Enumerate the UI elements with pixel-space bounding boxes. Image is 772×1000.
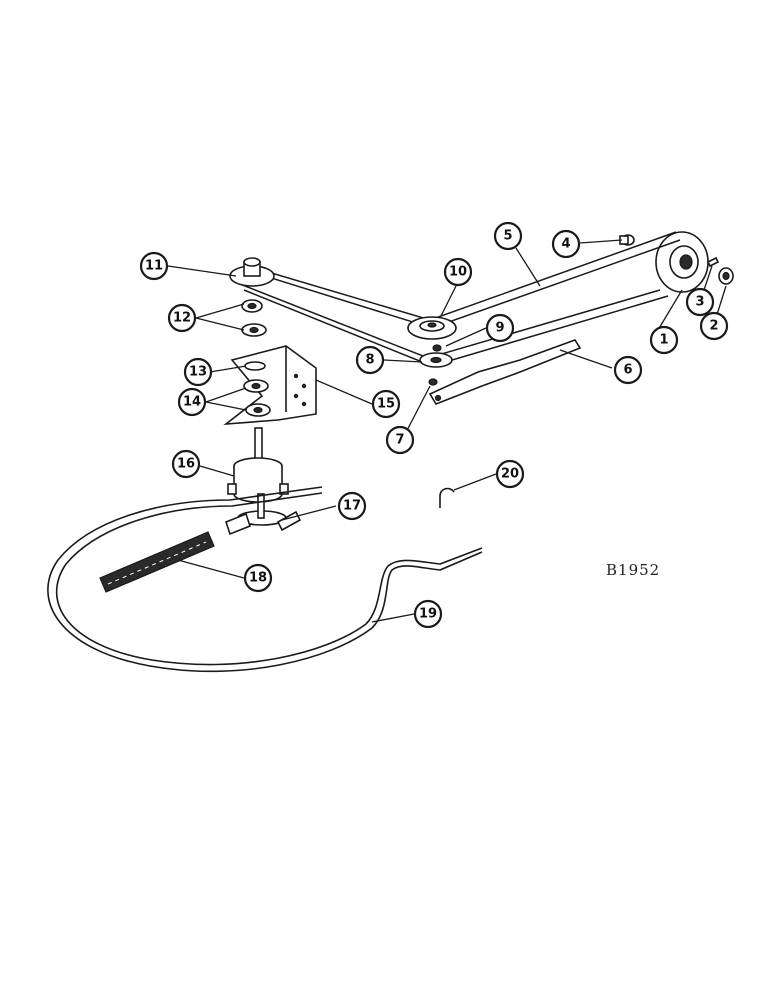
svg-text:11: 11	[145, 259, 163, 274]
svg-text:19: 19	[419, 607, 437, 622]
drive-pulley	[655, 231, 709, 293]
key-3	[706, 256, 720, 268]
svg-text:6: 6	[623, 363, 632, 378]
svg-text:4: 4	[561, 237, 570, 252]
callout-12: 12	[167, 303, 197, 333]
washer-9	[432, 344, 442, 352]
bearing-set-lower	[243, 379, 271, 417]
callout-18: 18	[243, 563, 273, 593]
callout-9: 9	[485, 313, 515, 343]
spindle-housing	[223, 345, 317, 426]
svg-text:18: 18	[249, 571, 267, 586]
callout-14: 14	[177, 387, 207, 417]
bearing-set-upper	[241, 299, 267, 337]
leader-lines	[167, 239, 727, 623]
callout-20: 20	[495, 459, 525, 489]
lower-idler-pulley	[419, 352, 453, 368]
svg-text:1: 1	[659, 333, 668, 348]
callout-7: 7	[385, 425, 415, 455]
spiral-guard	[99, 531, 215, 593]
svg-text:20: 20	[501, 467, 519, 482]
bolt-4	[619, 234, 635, 246]
svg-text:13: 13	[189, 365, 207, 380]
idler-arm	[428, 339, 582, 405]
svg-text:8: 8	[365, 353, 374, 368]
svg-text:7: 7	[395, 433, 404, 448]
bolt-7	[428, 378, 438, 386]
svg-text:2: 2	[709, 319, 718, 334]
svg-text:9: 9	[495, 321, 504, 336]
svg-text:17: 17	[343, 499, 361, 514]
v-belt	[239, 231, 681, 367]
callout-6: 6	[613, 355, 643, 385]
svg-text:3: 3	[695, 295, 704, 310]
svg-text:16: 16	[177, 457, 195, 472]
callout-13: 13	[183, 357, 213, 387]
callout-5: 5	[493, 221, 523, 251]
cutter-disc	[225, 493, 302, 536]
callout-16: 16	[171, 449, 201, 479]
spindle-pulley	[229, 257, 275, 287]
svg-text:14: 14	[183, 395, 201, 410]
callout-19: 19	[413, 599, 443, 629]
svg-text:5: 5	[503, 229, 512, 244]
callout-8: 8	[355, 345, 385, 375]
callout-11: 11	[139, 251, 169, 281]
svg-text:15: 15	[377, 397, 395, 412]
callout-4: 4	[551, 229, 581, 259]
snap-ring	[244, 361, 266, 371]
callout-3: 3	[685, 287, 715, 317]
svg-text:12: 12	[173, 311, 191, 326]
svg-text:10: 10	[449, 265, 467, 280]
nut-2	[718, 267, 734, 285]
callout-2: 2	[699, 311, 729, 341]
callout-15: 15	[371, 389, 401, 419]
callout-10: 10	[443, 257, 473, 287]
figure-id: B1952	[606, 561, 660, 579]
guard-rod	[47, 486, 483, 673]
callout-17: 17	[337, 491, 367, 521]
hook-pin	[439, 487, 455, 508]
idler-pulley	[407, 316, 457, 340]
callout-1: 1	[649, 325, 679, 355]
